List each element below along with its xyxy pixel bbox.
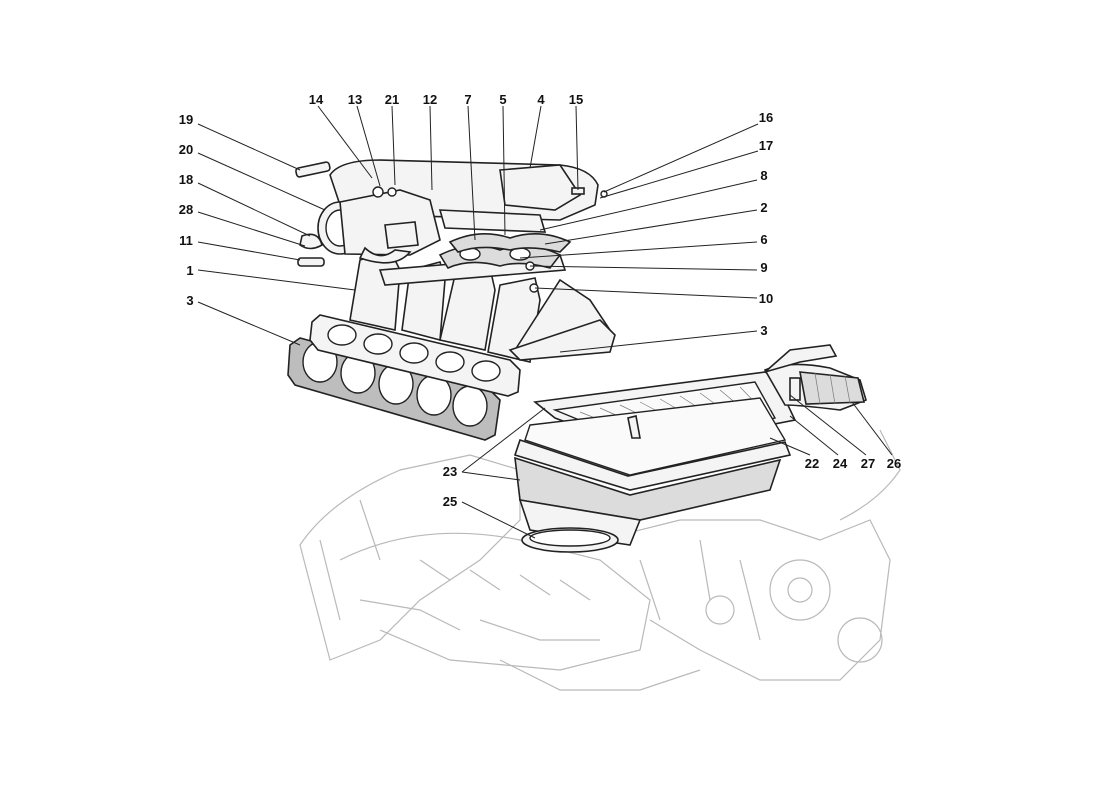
callout-21: 21 xyxy=(385,92,399,107)
callout-15: 15 xyxy=(569,92,583,107)
callout-17: 17 xyxy=(759,138,773,153)
callout-28: 28 xyxy=(179,202,193,217)
callout-22: 22 xyxy=(805,456,819,471)
callout-5: 5 xyxy=(499,92,506,107)
throttle-body xyxy=(317,186,441,264)
callout-19: 19 xyxy=(179,112,193,127)
callout-14: 14 xyxy=(309,92,324,107)
callout-1: 1 xyxy=(186,263,193,278)
callout-3-left: 3 xyxy=(186,293,193,308)
callout-27: 27 xyxy=(861,456,875,471)
callout-4: 4 xyxy=(537,92,545,107)
air-filter-housing xyxy=(513,371,797,553)
callout-25: 25 xyxy=(443,494,457,509)
callout-11: 11 xyxy=(179,233,193,248)
callout-labels: 14 13 21 12 7 5 4 15 16 17 8 2 6 9 10 3 … xyxy=(179,92,901,509)
callout-9: 9 xyxy=(760,260,767,275)
callout-16: 16 xyxy=(759,110,773,125)
intake-manifold xyxy=(309,249,616,397)
callout-6: 6 xyxy=(760,232,767,247)
callout-20: 20 xyxy=(179,142,193,157)
flange-gaskets xyxy=(438,233,572,270)
fasteners xyxy=(295,161,608,293)
callout-3-right: 3 xyxy=(760,323,767,338)
callout-23: 23 xyxy=(443,464,457,479)
engine-block-background xyxy=(299,429,901,691)
leader-lines xyxy=(197,105,893,539)
callout-24: 24 xyxy=(833,456,848,471)
callout-10: 10 xyxy=(759,291,773,306)
callout-26: 26 xyxy=(887,456,901,471)
callout-8: 8 xyxy=(760,168,767,183)
intake-gasket xyxy=(287,337,501,441)
callout-13: 13 xyxy=(348,92,362,107)
callout-12: 12 xyxy=(423,92,437,107)
callout-2: 2 xyxy=(760,200,767,215)
callout-18: 18 xyxy=(179,172,193,187)
callout-7: 7 xyxy=(464,92,471,107)
intake-duct xyxy=(627,344,867,439)
